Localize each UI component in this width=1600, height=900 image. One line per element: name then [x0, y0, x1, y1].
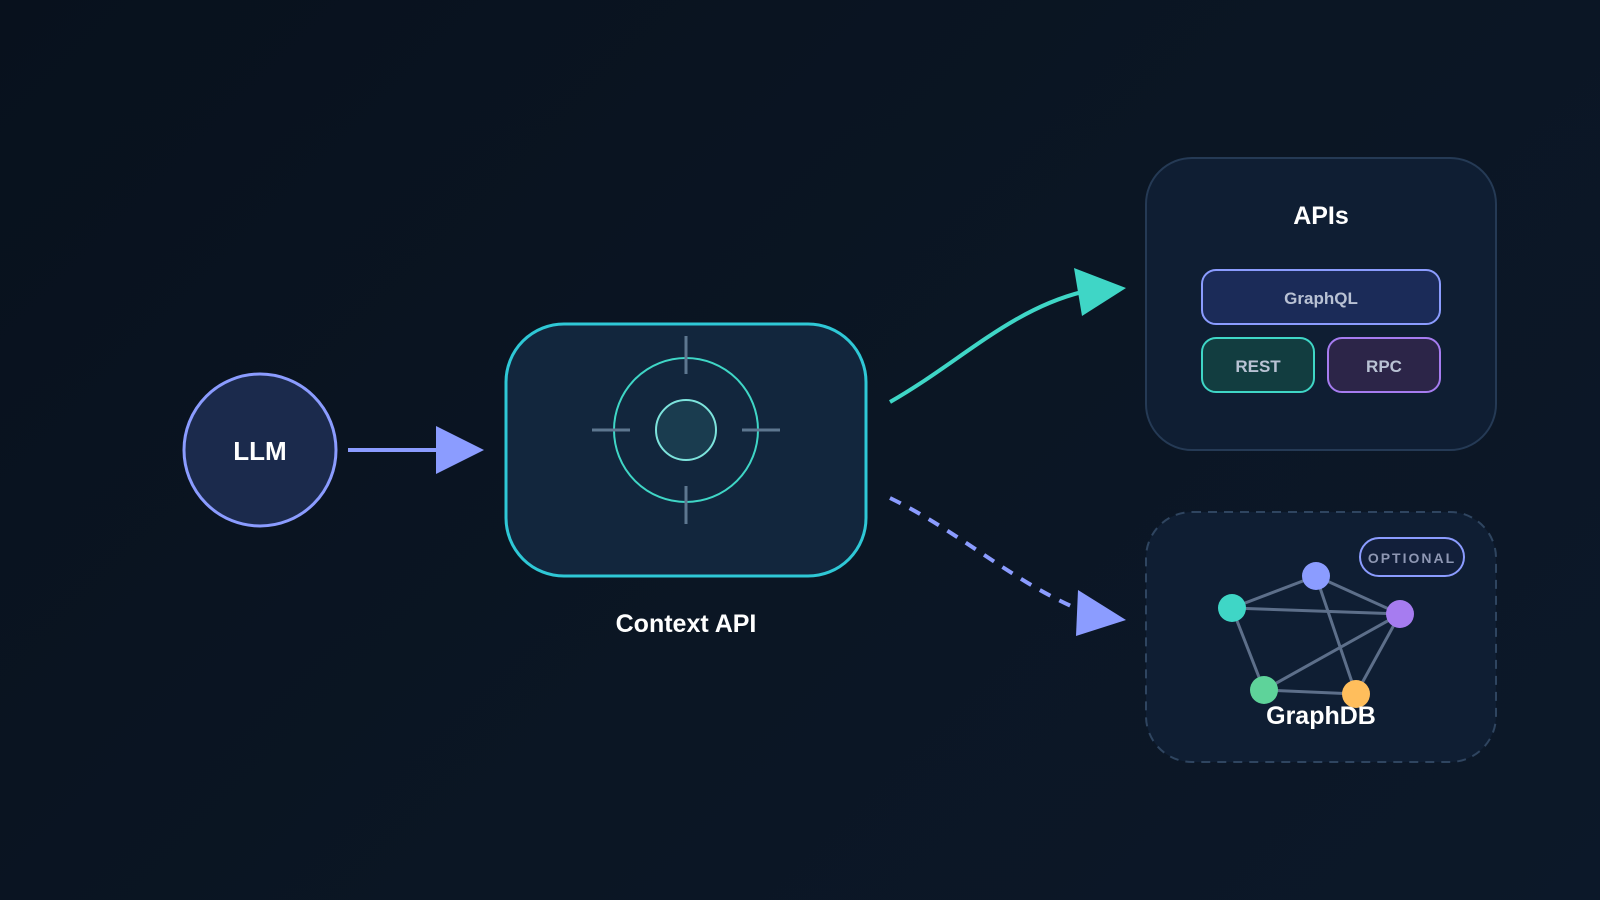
- edge-context-to-apis: [889, 268, 1126, 404]
- edge-line-dashed: [889, 496, 1081, 612]
- llm-node[interactable]: LLM: [182, 372, 338, 528]
- rest-label: REST: [1235, 357, 1281, 376]
- arrowhead-icon: [1076, 590, 1126, 636]
- arrowhead-icon: [1074, 268, 1126, 316]
- target-icon: [592, 336, 780, 524]
- graph-node-indigo: [1302, 562, 1330, 590]
- context-api-node[interactable]: Context API: [504, 322, 868, 638]
- graph-node-teal: [1218, 594, 1246, 622]
- arrowhead-icon: [436, 426, 484, 474]
- graph-node-amber: [1342, 680, 1370, 708]
- graph-node-green: [1250, 676, 1278, 704]
- optional-badge-label: OPTIONAL: [1368, 550, 1456, 566]
- llm-label: LLM: [233, 436, 286, 466]
- optional-badge: OPTIONAL: [1359, 537, 1465, 577]
- rpc-label: RPC: [1366, 357, 1402, 376]
- rest-chip[interactable]: REST: [1201, 337, 1315, 393]
- edge-context-to-graphdb: [889, 496, 1126, 636]
- context-api-label: Context API: [616, 610, 757, 638]
- graph-node-purple: [1386, 600, 1414, 628]
- edge-line: [889, 290, 1083, 404]
- graphql-chip[interactable]: GraphQL: [1201, 269, 1441, 325]
- graphdb-label: GraphDB: [1266, 702, 1376, 730]
- graphdb-panel[interactable]: OPTIONAL GraphDB: [1145, 511, 1497, 763]
- apis-panel[interactable]: APIs GraphQL REST RPC: [1145, 157, 1497, 451]
- edge-llm-to-context: [348, 426, 484, 474]
- graphql-label: GraphQL: [1284, 289, 1358, 308]
- llm-circle: [182, 372, 338, 528]
- apis-title: APIs: [1293, 202, 1349, 230]
- rpc-chip[interactable]: RPC: [1327, 337, 1441, 393]
- graph-network-icon: [1218, 562, 1414, 708]
